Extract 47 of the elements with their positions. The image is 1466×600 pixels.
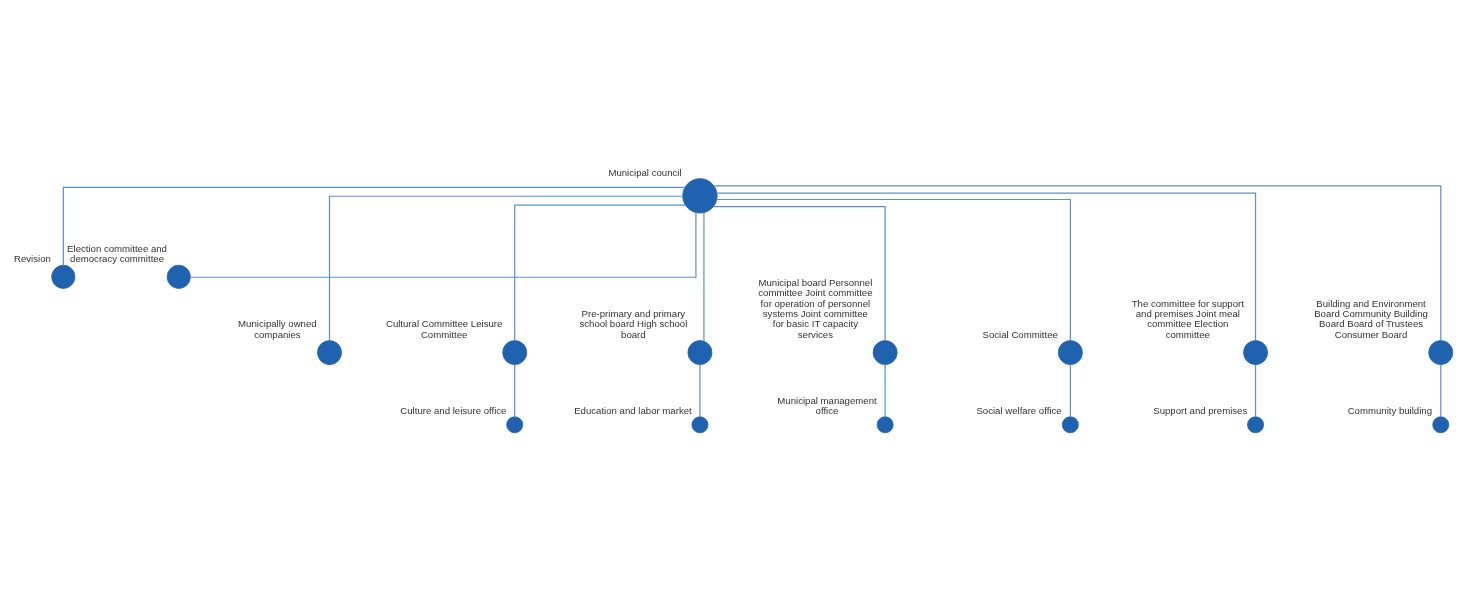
node-circle	[1247, 415, 1264, 433]
node-label: Election committee and democracy committee	[67, 242, 167, 264]
node-circle	[317, 339, 342, 365]
connector	[189, 211, 697, 278]
connector	[1254, 363, 1257, 417]
node-circle	[506, 415, 524, 433]
node-circle	[687, 339, 713, 365]
node-label: Culture and leisure office	[400, 404, 507, 416]
connector	[703, 211, 705, 342]
node-circle	[691, 415, 709, 433]
node-label: Community building	[1347, 404, 1433, 416]
node-circle	[1243, 339, 1268, 365]
node-label: Social welfare office	[976, 404, 1062, 416]
node-circle	[682, 177, 718, 213]
node-circle	[502, 339, 528, 365]
node-circle	[1428, 339, 1454, 365]
node-circle	[872, 339, 898, 365]
node-label: Municipal board Personnel committee Joint committee for operation of personnel systems Joint committee for basic IT capacity services	[758, 276, 873, 340]
node-label: Building and Environment Board Community Building Board Board of Trustees Consumer Board	[1314, 297, 1428, 340]
node-label: Education and labor market	[574, 404, 692, 416]
node-circle	[166, 264, 191, 289]
node-circle	[876, 415, 894, 433]
connector	[699, 363, 701, 417]
node-label: Municipal management office	[777, 394, 877, 416]
node-circle	[1057, 339, 1083, 365]
node-label: Pre-primary and primary school board High school board	[579, 307, 688, 340]
node-label: Social Committee	[982, 328, 1058, 340]
connector	[713, 184, 1442, 341]
node-label: Municipally owned companies	[238, 317, 317, 340]
connector	[712, 205, 886, 341]
node-label: Revision	[14, 253, 51, 264]
connector	[1440, 363, 1442, 417]
connector	[328, 195, 684, 341]
connector	[884, 363, 886, 417]
connector	[1069, 363, 1071, 417]
node-circle	[51, 264, 76, 289]
node-circle	[1061, 415, 1079, 433]
connector	[514, 204, 686, 341]
node-label: Support and premises	[1153, 404, 1248, 416]
node-circle	[1432, 415, 1450, 433]
connector	[62, 186, 686, 266]
node-label: The committee for support and premises Joint meal committee Election committee	[1131, 297, 1244, 340]
connector	[514, 363, 516, 417]
connector	[716, 198, 1071, 341]
node-label: Cultural Committee Leisure Committee	[385, 317, 503, 340]
connector	[716, 191, 1257, 341]
node-label: Municipal council	[608, 166, 682, 178]
